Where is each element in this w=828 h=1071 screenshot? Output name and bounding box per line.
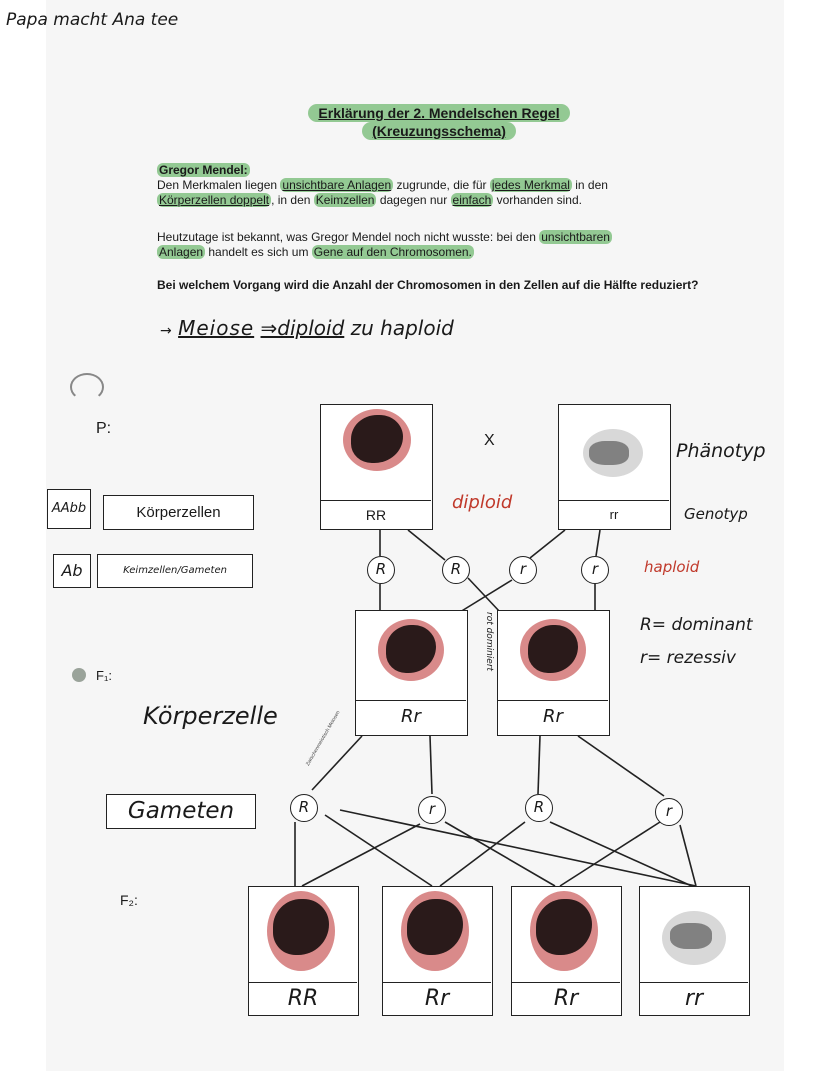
gamete-circle: r <box>418 796 446 824</box>
page-title: Erklärung der 2. Mendelschen Regel (Kreu… <box>298 104 580 146</box>
title-line-2: (Kreuzungsschema) <box>362 122 516 140</box>
flower-bloom-icon <box>386 625 436 673</box>
legend-koerperzellen: Körperzellen <box>103 495 254 530</box>
gamete-circle: R <box>525 794 553 822</box>
flower-bloom-icon <box>407 899 463 955</box>
mendel-text: vorhanden sind. <box>493 193 582 207</box>
f2-genotype: RR <box>249 982 357 1016</box>
today-hl: Gene auf den Chromosomen. <box>311 245 474 259</box>
hole-punch-icon <box>70 373 104 401</box>
mendel-hl: unsichtbare Anlagen <box>280 178 394 192</box>
f2-genotype: rr <box>640 982 748 1016</box>
answer-arrow: → <box>160 323 172 339</box>
note-rot-dominiert: rot dominiert <box>484 612 494 672</box>
flower-bloom-icon <box>536 899 592 955</box>
label-f1: F₁: <box>96 668 112 683</box>
answer-rest: zu haploid <box>350 316 454 340</box>
mendel-text: zugrunde, die für <box>393 178 490 192</box>
hole-punch-icon <box>72 668 86 682</box>
flower-bloom-icon <box>351 415 403 463</box>
mendel-hl: jedes Merkmal <box>489 178 572 192</box>
note-dominant: R= dominant <box>640 615 753 635</box>
mendel-paragraph: Gregor Mendel: Den Merkmalen liegen unsi… <box>157 163 717 208</box>
gamete-circle: R <box>442 556 470 584</box>
gamete-circle: R <box>290 794 318 822</box>
label-koerperzelle: Körperzelle <box>143 702 278 730</box>
mendel-hl: Keimzellen <box>313 193 377 207</box>
mendel-text: Den Merkmalen liegen <box>157 178 281 192</box>
f1-genotype: Rr <box>356 700 466 735</box>
mendel-text: in den <box>571 178 608 192</box>
parent-cell-RR: RR <box>320 404 433 530</box>
label-diploid: diploid <box>452 492 513 513</box>
today-text: Heutzutage ist bekannt, was Gregor Mende… <box>157 230 540 244</box>
flower-bloom-icon <box>273 899 329 955</box>
handwritten-note: Papa macht Ana tee <box>6 10 179 30</box>
f2-cell: RR <box>248 886 359 1016</box>
flower-sketch-icon <box>589 441 629 465</box>
gamete-circle: r <box>655 798 683 826</box>
legend-keimzellen: Keimzellen/Gameten <box>97 554 253 588</box>
note-rezessiv: r= rezessiv <box>640 648 736 668</box>
cross-symbol: X <box>484 432 495 449</box>
f1-genotype: Rr <box>498 700 608 735</box>
label-f2: F₂: <box>120 892 138 908</box>
legend-gameten: Gameten <box>106 794 256 829</box>
label-phaenotyp: Phänotyp <box>676 440 766 462</box>
f1-cell: Rr <box>355 610 468 736</box>
f2-cell: Rr <box>511 886 622 1016</box>
question: Bei welchem Vorgang wird die Anzahl der … <box>157 278 699 292</box>
gamete-circle: R <box>367 556 395 584</box>
label-haploid: haploid <box>644 558 700 576</box>
answer: → Meiose ⇒diploid zu haploid <box>160 316 454 340</box>
today-hl: unsichtbaren <box>539 230 612 244</box>
legend-aabb: AAbb <box>47 489 91 529</box>
flower-sketch-icon <box>670 923 712 949</box>
f2-cell: rr <box>639 886 750 1016</box>
title-line-1: Erklärung der 2. Mendelschen Regel <box>308 104 570 122</box>
f2-cell: Rr <box>382 886 493 1016</box>
mendel-heading: Gregor Mendel: <box>157 163 250 177</box>
parent-genotype: rr <box>559 500 669 531</box>
gamete-circle: r <box>581 556 609 584</box>
today-hl: Anlagen <box>157 245 206 259</box>
answer-meiose: Meiose <box>178 316 255 340</box>
mendel-hl: einfach <box>450 193 494 207</box>
mendel-text: , in den <box>271 193 314 207</box>
gamete-circle: r <box>509 556 537 584</box>
parent-cell-rr: rr <box>558 404 671 530</box>
parent-genotype: RR <box>321 500 431 531</box>
label-p: P: <box>96 420 112 437</box>
legend-ab: Ab <box>53 554 91 588</box>
flower-bloom-icon <box>528 625 578 673</box>
mendel-hl: Körperzellen doppelt <box>157 193 272 207</box>
mendel-text: dagegen nur <box>376 193 451 207</box>
label-genotyp: Genotyp <box>684 505 748 523</box>
f1-cell: Rr <box>497 610 610 736</box>
today-paragraph: Heutzutage ist bekannt, was Gregor Mende… <box>157 230 717 260</box>
answer-diploid: ⇒diploid <box>260 316 345 340</box>
f2-genotype: Rr <box>383 982 491 1016</box>
today-text: handelt es sich um <box>205 245 312 259</box>
f2-genotype: Rr <box>512 982 620 1016</box>
